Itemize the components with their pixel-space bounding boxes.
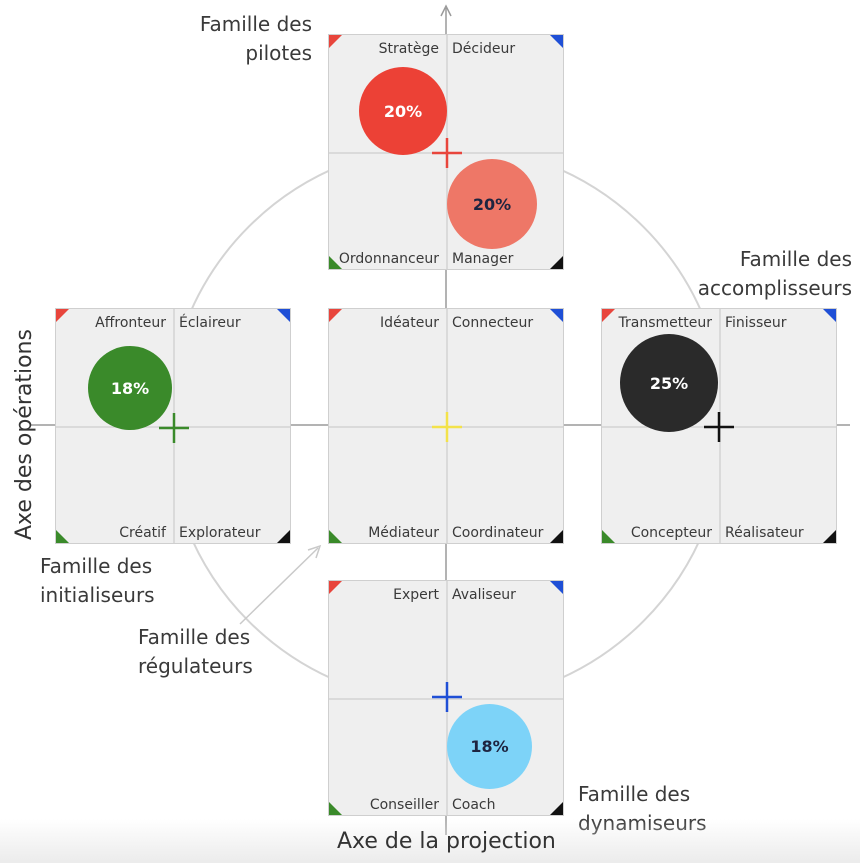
role-label: Explorateur xyxy=(179,525,261,541)
corner-marker-black xyxy=(550,530,563,543)
corner-marker-blue xyxy=(550,581,563,594)
corner-marker-red xyxy=(602,309,615,322)
role-label: Médiateur xyxy=(368,525,439,541)
family-label-line: Famille des xyxy=(199,12,312,36)
score-bubble: 20% xyxy=(359,67,447,155)
panel-pilotes: Stratège Décideur Ordonnanceur Manager xyxy=(328,34,564,270)
family-label-line: Famille des xyxy=(138,625,251,649)
panel-regulateurs: Idéateur Connecteur Médiateur Coordinate… xyxy=(328,308,564,544)
role-label: Stratège xyxy=(378,41,439,57)
corner-marker-green xyxy=(56,530,69,543)
corner-marker-blue xyxy=(277,309,290,322)
role-label: Avaliseur xyxy=(452,587,516,603)
corner-marker-red xyxy=(329,35,342,48)
family-label-accomplisseurs: Famille des accomplisseurs xyxy=(698,245,852,303)
family-label-initialiseurs: Famille des initialiseurs xyxy=(40,552,155,610)
corner-marker-blue xyxy=(550,35,563,48)
role-label: Coach xyxy=(452,797,496,813)
corner-marker-green xyxy=(602,530,615,543)
role-label: Manager xyxy=(452,251,514,267)
role-label: Connecteur xyxy=(452,315,534,331)
score-bubble: 25% xyxy=(620,334,718,432)
role-label: Idéateur xyxy=(380,315,439,331)
role-label: Décideur xyxy=(452,41,516,57)
role-label: Finisseur xyxy=(725,315,787,331)
regulateurs-pointer xyxy=(239,547,319,625)
horizontal-axis-title: Axe de la projection xyxy=(337,829,556,854)
corner-marker-red xyxy=(329,309,342,322)
score-value: 25% xyxy=(649,373,689,393)
role-label: Créatif xyxy=(119,525,166,541)
corner-marker-black xyxy=(277,530,290,543)
family-label-line: initialiseurs xyxy=(40,583,155,607)
score-value: 20% xyxy=(472,194,512,214)
role-label: Conseiller xyxy=(369,797,439,813)
family-label-line: accomplisseurs xyxy=(697,276,852,300)
family-label-pilotes: Famille des pilotes xyxy=(200,10,312,68)
corner-marker-blue xyxy=(823,309,836,322)
score-bubble: 18% xyxy=(447,704,532,789)
corner-marker-black xyxy=(550,256,563,269)
corner-marker-black xyxy=(823,530,836,543)
score-value: 18% xyxy=(470,737,509,756)
corner-marker-green xyxy=(329,802,342,815)
panel-initialiseurs: Affronteur Éclaireur Créatif Explorateur xyxy=(55,308,291,544)
score-value: 18% xyxy=(110,378,150,398)
role-label: Transmetteur xyxy=(618,315,712,331)
bottom-fade xyxy=(0,819,860,863)
role-label: Concepteur xyxy=(630,525,712,541)
score-value: 20% xyxy=(383,101,423,121)
score-bubble: 20% xyxy=(447,159,537,249)
regulateurs-pointer-head xyxy=(307,544,322,559)
corner-marker-black xyxy=(550,802,563,815)
corner-marker-green xyxy=(329,530,342,543)
role-label: Ordonnanceur xyxy=(338,251,439,267)
role-label: Coordinateur xyxy=(452,525,544,541)
role-label: Éclaireur xyxy=(179,315,241,331)
role-label: Expert xyxy=(393,587,439,603)
panel-dynamiseurs: Expert Avaliseur Conseiller Coach xyxy=(328,580,564,816)
family-label-line: Famille des xyxy=(739,247,852,271)
vertical-axis-arrow xyxy=(440,4,452,17)
family-label-regulateurs: Famille des régulateurs xyxy=(138,623,253,681)
role-label: Affronteur xyxy=(95,315,166,331)
corner-marker-red xyxy=(56,309,69,322)
corner-marker-blue xyxy=(550,309,563,322)
family-label-line: Famille des xyxy=(40,554,153,578)
vertical-axis-title: Axe des opérations xyxy=(12,329,37,540)
panel-accomplisseurs: Transmetteur Finisseur Concepteur Réalis… xyxy=(601,308,837,544)
family-label-line: régulateurs xyxy=(138,654,253,678)
role-label: Réalisateur xyxy=(725,525,804,541)
corner-marker-green xyxy=(329,256,342,269)
corner-marker-red xyxy=(329,581,342,594)
family-label-line: pilotes xyxy=(245,41,312,65)
score-bubble: 18% xyxy=(88,346,172,430)
family-label-line: Famille des xyxy=(578,782,691,806)
